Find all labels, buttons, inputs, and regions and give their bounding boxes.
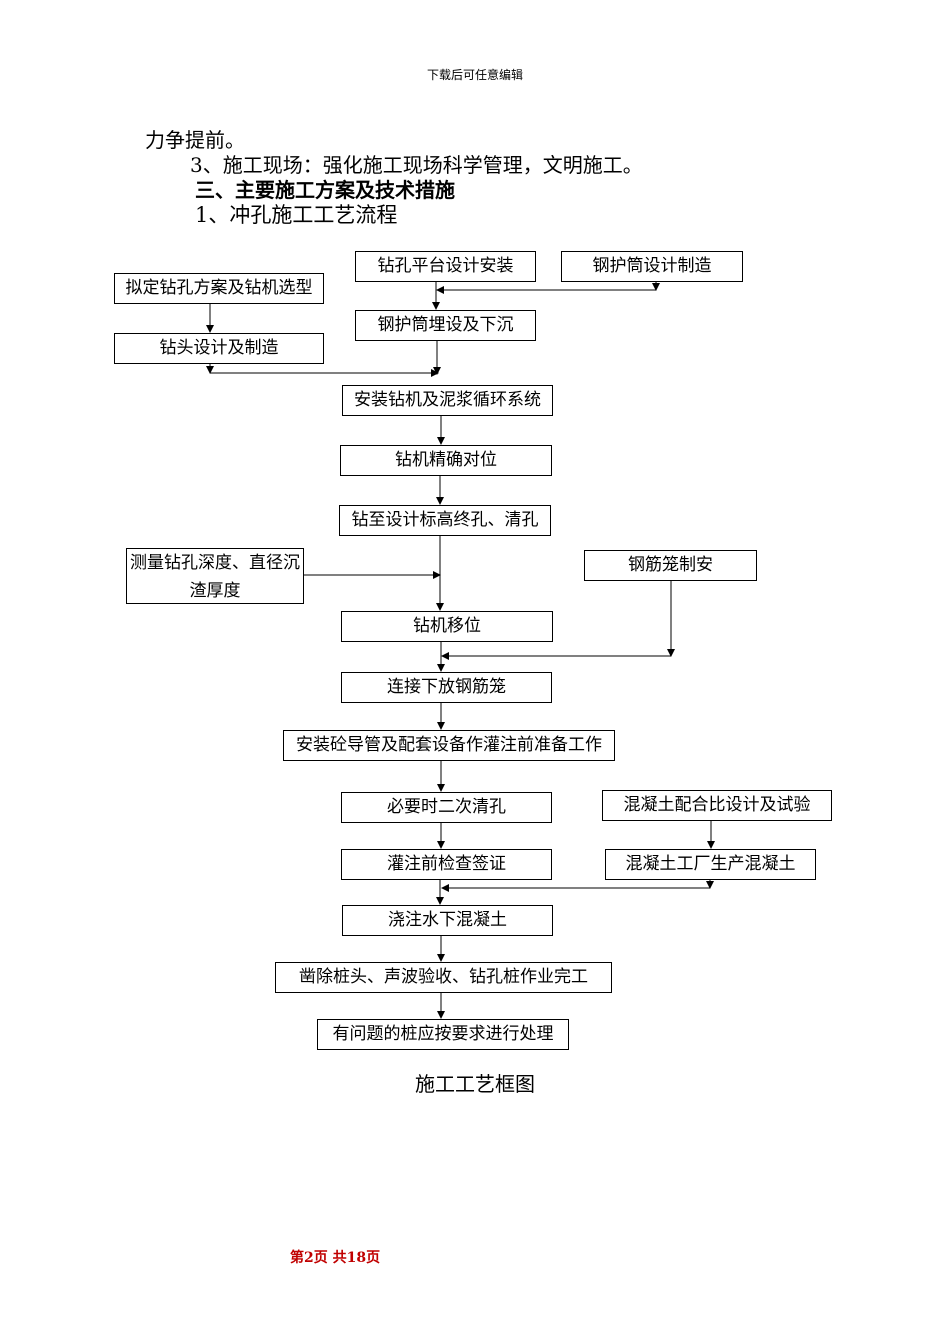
flow-box-rig-alignment: 钻机精确对位 <box>340 445 552 476</box>
flow-box-mix-design: 混凝土配合比设计及试验 <box>602 790 832 821</box>
flow-box-tremie: 安装砼导管及配套设备作灌注前准备工作 <box>283 730 615 761</box>
flow-box-drill-to-depth: 钻至设计标高终孔、清孔 <box>339 505 551 536</box>
page-header: 下载后可任意编辑 <box>426 68 523 82</box>
section-heading: 三、主要施工方案及技术措施 <box>195 178 455 202</box>
flow-box-pour-concrete: 浇注水下混凝土 <box>342 905 553 936</box>
flow-box-label: 钢护筒埋设及下沉 <box>377 315 514 335</box>
flow-box-label: 有问题的桩应按要求进行处理 <box>332 1024 554 1044</box>
flow-box-label: 测量钻孔深度、直径沉渣厚度 <box>130 553 300 601</box>
flow-box-label: 钻头设计及制造 <box>159 338 279 358</box>
flow-box-label: 钻机移位 <box>413 616 481 636</box>
flow-box-drill-bit: 钻头设计及制造 <box>114 333 324 364</box>
flow-box-label: 拟定钻孔方案及钻机选型 <box>125 278 313 298</box>
flow-box-rebar-cage: 钢筋笼制安 <box>584 550 757 581</box>
flow-box-drilling-plan: 拟定钻孔方案及钻机选型 <box>114 273 324 304</box>
flow-box-label: 钻至设计标高终孔、清孔 <box>351 510 539 530</box>
flow-box-label: 灌注前检查签证 <box>387 854 506 874</box>
flow-box-measure: 测量钻孔深度、直径沉渣厚度 <box>126 548 304 604</box>
flow-box-casing-install: 钢护筒埋设及下沉 <box>355 310 536 341</box>
flow-box-plant-production: 混凝土工厂生产混凝土 <box>605 849 816 880</box>
flow-box-drill-platform: 钻孔平台设计安装 <box>355 251 536 282</box>
flow-box-label: 钻孔平台设计安装 <box>377 256 514 276</box>
flow-box-lower-cage: 连接下放钢筋笼 <box>341 672 552 703</box>
paragraph: 3、施工现场：强化施工现场科学管理，文明施工。 <box>190 153 643 177</box>
flow-box-label: 安装钻机及泥浆循环系统 <box>354 390 541 410</box>
flow-box-second-clean: 必要时二次清孔 <box>341 792 552 823</box>
flow-box-label: 安装砼导管及配套设备作灌注前准备工作 <box>296 735 602 755</box>
figure-caption: 施工工艺框图 <box>415 1072 535 1096</box>
flow-box-label: 混凝土工厂生产混凝土 <box>625 854 796 874</box>
flow-box-label: 连接下放钢筋笼 <box>387 677 506 697</box>
flow-box-label: 凿除桩头、声波验收、钻孔桩作业完工 <box>299 967 588 987</box>
flow-box-pre-pour-check: 灌注前检查签证 <box>341 849 552 880</box>
flow-box-label: 钢筋笼制安 <box>628 555 713 575</box>
flow-box-label: 混凝土配合比设计及试验 <box>623 795 811 815</box>
flow-box-rig-move: 钻机移位 <box>341 611 553 642</box>
flow-box-pile-head: 凿除桩头、声波验收、钻孔桩作业完工 <box>275 962 612 993</box>
flow-box-install-rig: 安装钻机及泥浆循环系统 <box>342 385 553 416</box>
flow-box-label: 钻机精确对位 <box>395 450 497 470</box>
subsection-heading: 1、冲孔施工工艺流程 <box>195 203 398 227</box>
flow-box-label: 浇注水下混凝土 <box>388 910 507 930</box>
flow-box-label: 钢护筒设计制造 <box>592 256 712 276</box>
page-number: 第2页 共18页 <box>290 1250 381 1266</box>
flow-box-casing-design: 钢护筒设计制造 <box>561 251 743 282</box>
flow-box-remediation: 有问题的桩应按要求进行处理 <box>317 1019 569 1050</box>
flow-box-label: 必要时二次清孔 <box>387 797 506 817</box>
paragraph: 力争提前。 <box>145 128 245 152</box>
